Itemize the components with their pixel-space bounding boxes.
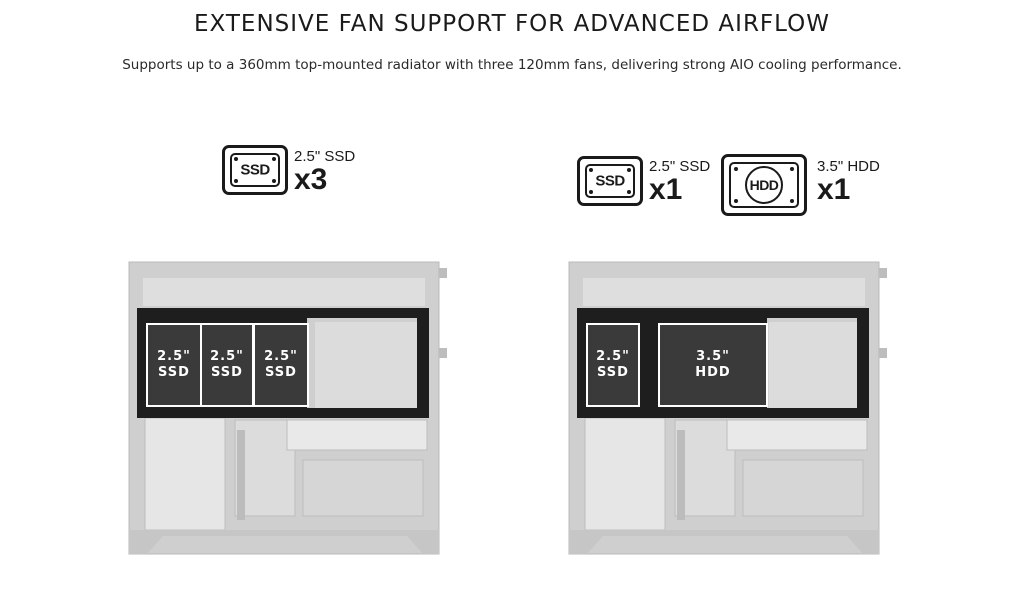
spec-name: 3.5" HDD <box>817 158 880 175</box>
hdd-icon: HDD <box>721 154 807 216</box>
ssd-icon: SSD <box>577 156 643 206</box>
drive-slot-label: 3.5"HDD <box>695 349 731 380</box>
page-title: EXTENSIVE FAN SUPPORT FOR ADVANCED AIRFL… <box>194 11 830 37</box>
drive-slot-label: 2.5"SSD <box>157 349 191 380</box>
spec-count: x1 <box>649 173 683 206</box>
spec-count: x3 <box>294 163 328 196</box>
drive-slot-label: 2.5"SSD <box>210 349 244 380</box>
drive-slot-label: 2.5"SSD <box>596 349 630 380</box>
spec-name: 2.5" SSD <box>294 148 356 165</box>
ssd-icon: SSD <box>222 145 288 195</box>
case-illustration <box>127 260 449 557</box>
spec-name: 2.5" SSD <box>649 158 711 175</box>
spec-count: x1 <box>817 173 851 206</box>
case-illustration <box>567 260 889 557</box>
page-subtitle: Supports up to a 360mm top-mounted radia… <box>122 57 902 73</box>
drive-slot-label: 2.5"SSD <box>264 349 298 380</box>
